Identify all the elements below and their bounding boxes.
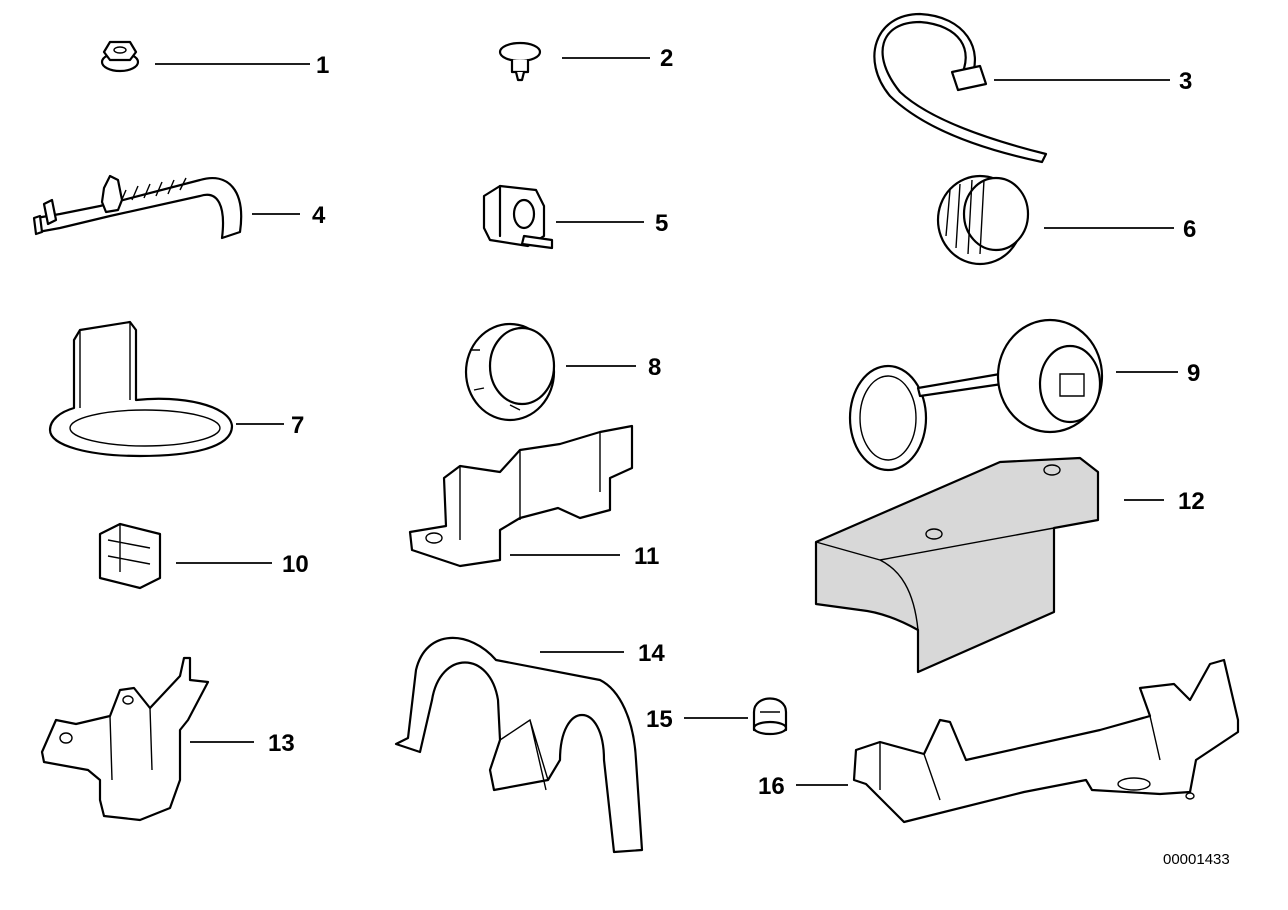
part-11-duct-bracket: [408, 424, 634, 568]
part-3-cable-tie: [873, 12, 1048, 164]
part-12-cover: [814, 456, 1100, 674]
callout-13: 13: [268, 730, 295, 757]
callout-1: 1: [316, 52, 329, 79]
callout-14: 14: [638, 640, 665, 667]
callout-2: 2: [660, 45, 673, 72]
part-8-sleeve: [464, 322, 556, 422]
part-2-push-rivet: [498, 41, 542, 82]
callout-15: 15: [646, 706, 673, 733]
part-7-holder: [48, 320, 234, 458]
callout-7: 7: [291, 412, 304, 439]
part-13-bracket: [40, 656, 210, 822]
part-6-grommet: [936, 174, 1030, 266]
part-14-double-u-bracket: [394, 636, 644, 854]
callout-11: 11: [634, 543, 659, 570]
callout-9: 9: [1187, 360, 1200, 387]
callout-3: 3: [1179, 68, 1192, 95]
callout-12: 12: [1178, 488, 1205, 515]
part-10-connector: [98, 522, 162, 590]
callout-4: 4: [312, 202, 326, 229]
callout-labels: 1 2 3 4 5 6 7 8 9 10 11 12 13 14 15 16: [268, 45, 1205, 800]
part-16-long-bracket: [852, 658, 1240, 824]
part-5-clip: [482, 184, 554, 250]
callout-6: 6: [1183, 216, 1196, 243]
callout-10: 10: [282, 551, 309, 578]
callout-16: 16: [758, 773, 785, 800]
part-15-cap-nut: [752, 697, 788, 736]
diagram-reference-number: 00001433: [1163, 851, 1230, 868]
part-9-grommet-with-cap: [848, 318, 1104, 472]
part-1-hex-nut: [100, 40, 140, 73]
callout-8: 8: [648, 354, 661, 381]
callout-5: 5: [655, 210, 668, 237]
leader-lines: [155, 57, 1178, 786]
part-4-cable-strap: [32, 174, 243, 240]
